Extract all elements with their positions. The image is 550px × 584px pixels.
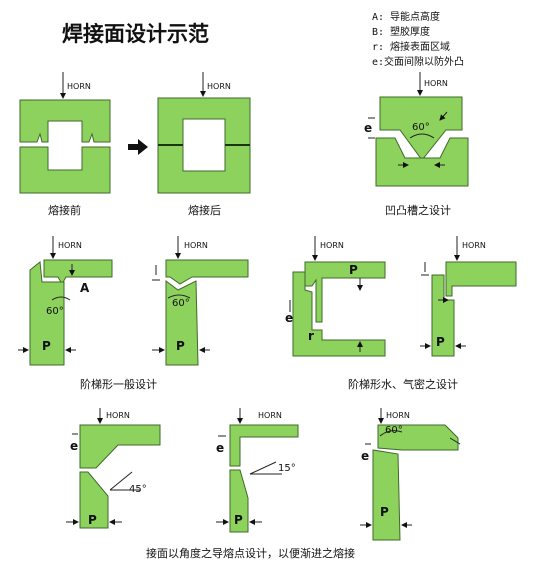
top-part-tongue [379,96,463,161]
top-part [165,259,249,285]
angle-label-45: 45° [129,484,147,495]
p-label: P [234,513,243,527]
figure-angle-15: HORN e 15° P [216,408,299,533]
bottom-part [372,449,401,541]
horn-label: HORN [320,241,344,250]
caption-step-seal: 阶梯形水、气密之设计 [348,377,458,391]
caption-groove: 凹凸槽之设计 [385,203,451,217]
angle-label-60: 60° [412,122,430,133]
bottom-part-groove [375,137,469,187]
a-label: A [80,281,90,295]
angle-label-15: 15° [278,463,296,474]
figure-step-seal-2: HORN P [420,236,517,357]
page-title: 焊接面设计示范 [62,22,209,46]
top-part [43,259,113,286]
legend-item-e: e:交面间隙以防外凸 [372,55,464,68]
p-label: P [42,339,51,353]
figure-step-general-2: HORN 60° P [152,236,249,366]
bottom-part [165,280,199,366]
transition-arrow [128,139,148,155]
figure-step-seal-1: HORN P r e [285,236,386,357]
caption-angle-design: 接面以角度之导熔点设计，以便渐进之熔接 [146,546,355,560]
horn-label: HORN [424,79,448,88]
angle-arc [379,430,403,437]
angle-ref-line [109,471,133,491]
horn-label: HORN [58,241,82,250]
e-label: e [285,311,293,325]
legend-item-r: r: 熔接表面区域 [372,40,450,53]
caption-after: 熔接后 [188,203,221,217]
angle-arc [409,133,435,139]
legend-item-b: B: 塑胶厚度 [372,25,430,38]
figure-groove-design: HORN 60° e [364,72,469,187]
top-part [19,99,111,143]
legend: A: 导能点高度 B: 塑胶厚度 r: 熔接表面区域 e:交面间隙以防外凸 [372,10,464,68]
e-label: e [70,439,78,453]
bottom-part [431,274,455,357]
figure-step-general-1: HORN A 60° P [18,236,113,366]
top-part [79,424,161,469]
e-label: e [361,449,369,463]
figure-before-weld: HORN [19,72,111,194]
bottom-part [79,471,109,529]
angle-arc [167,294,191,299]
p-label: P [380,505,389,519]
legend-item-a: A: 导能点高度 [372,10,440,23]
horn-label: HORN [258,411,282,420]
bottom-part [29,261,65,366]
horn-label: HORN [106,411,130,420]
dim-tick [449,437,461,445]
angle-label-60: 60° [385,425,403,436]
p-label: P [88,513,97,527]
p-label: P [349,263,358,277]
p-label: P [436,335,445,349]
horn-label: HORN [67,82,91,91]
figure-angle-60: HORN 60° e P [360,408,461,541]
dim-arrow [439,111,448,121]
horn-label: HORN [386,411,410,420]
r-label: r [308,329,314,343]
angle-label-60: 60° [46,306,64,317]
caption-step-general: 阶梯形一般设计 [80,377,157,391]
angle-ref-line [249,461,277,475]
bottom-part [292,271,386,357]
top-part [304,261,386,323]
figure-after-weld: HORN [157,72,251,194]
figure-angle-45: HORN e 45° P [66,408,161,529]
bottom-part [229,469,249,533]
top-part [229,424,299,467]
angle-label-60: 60° [172,298,190,309]
p-label: P [176,339,185,353]
e-label: e [216,441,224,455]
caption-before: 熔接前 [48,203,81,217]
angle-arc [51,296,71,301]
e-label: e [364,121,372,135]
horn-label: HORN [184,241,208,250]
horn-label: HORN [462,241,486,250]
top-part [445,261,517,297]
bottom-part [19,146,111,194]
horn-label: HORN [207,82,231,91]
